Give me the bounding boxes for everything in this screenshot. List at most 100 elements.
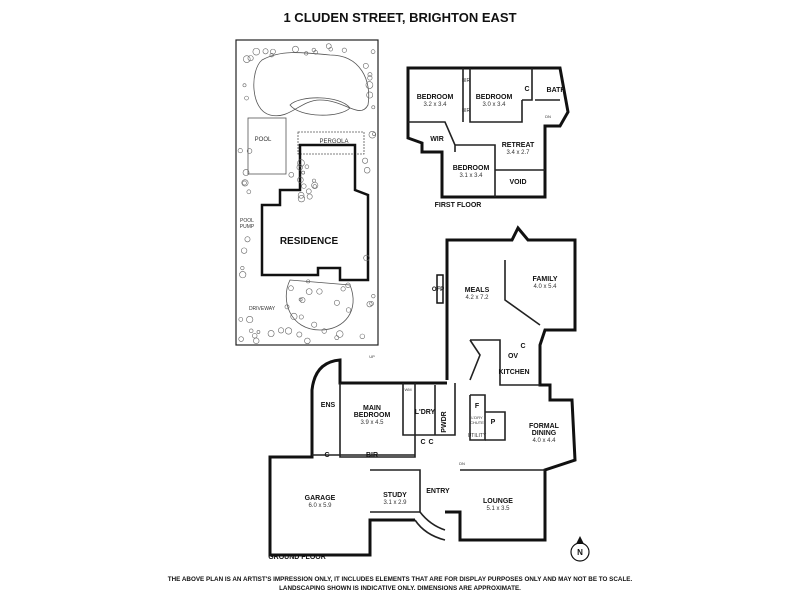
bir-2-label: BIR <box>462 108 471 114</box>
shrub <box>288 285 294 291</box>
shrub <box>241 179 249 187</box>
cupboard-1-label: C <box>420 439 425 446</box>
dn-label: DN <box>459 461 465 466</box>
shrub <box>299 297 306 303</box>
bedroom-2-label: BEDROOM <box>476 94 513 101</box>
bedroom-1-dims: 3.2 x 3.4 <box>423 102 447 108</box>
shrub <box>336 330 344 338</box>
shrub <box>237 148 243 154</box>
shrub <box>368 130 377 139</box>
garage-dims: 6.0 x 5.9 <box>308 503 332 509</box>
ofp-label: OFP <box>432 287 444 293</box>
bir-label: BIR <box>366 452 378 459</box>
formal-dining-label-1: FORMAL <box>529 423 560 430</box>
shrub <box>304 337 311 345</box>
shrub <box>238 317 244 322</box>
shrub <box>367 72 373 77</box>
shrub <box>278 327 285 334</box>
shrub <box>311 47 316 53</box>
family-dims: 4.0 x 5.4 <box>533 284 557 290</box>
shrub <box>369 301 374 306</box>
shrub <box>372 132 376 136</box>
ov-label: OV <box>508 353 518 360</box>
fireplace <box>436 274 444 304</box>
shrub <box>305 288 313 295</box>
shrub <box>306 279 311 284</box>
family-label: FAMILY <box>532 276 557 283</box>
shrub <box>240 265 245 271</box>
shrub <box>334 299 340 306</box>
laundry-chute-label-2: CHUTE <box>470 420 484 425</box>
shrub <box>311 321 318 328</box>
shrub <box>296 164 303 171</box>
shrub <box>321 328 327 334</box>
retreat-dims: 3.4 x 2.7 <box>506 150 530 156</box>
shrub <box>298 297 303 302</box>
shrub <box>246 148 253 154</box>
pergola-label: PERGOLA <box>319 139 348 145</box>
shrub <box>365 81 374 89</box>
bedroom-1-label: BEDROOM <box>417 94 454 101</box>
study-dims: 3.1 x 2.9 <box>383 500 407 506</box>
garden-bed <box>253 52 370 117</box>
shrub <box>246 189 252 195</box>
shrub <box>252 47 261 56</box>
shrub <box>262 48 269 55</box>
shrub <box>290 312 298 320</box>
shrub <box>244 95 249 101</box>
garage-label: GARAGE <box>305 495 336 502</box>
shrub <box>253 337 260 344</box>
shrub <box>363 254 370 262</box>
pwdr-label: PWDR <box>441 411 448 432</box>
shrub <box>269 52 274 58</box>
north-arrow-icon <box>576 536 584 544</box>
driveway-label: DRIVEWAY <box>249 306 276 312</box>
laundry-chute-label-1: L'DRY <box>471 415 483 420</box>
main-bedroom-label-1: MAIN <box>363 405 381 412</box>
shrub <box>292 45 299 53</box>
shrub <box>239 271 247 279</box>
bath-label: BATH <box>547 87 566 94</box>
pool-shape <box>247 117 287 175</box>
shrub <box>366 301 373 308</box>
shrub <box>304 51 309 56</box>
shrub <box>311 181 319 189</box>
shrub <box>241 247 248 254</box>
shrub <box>249 328 254 333</box>
residence-outline <box>260 143 370 282</box>
meals-label: MEALS <box>465 287 490 294</box>
shrub <box>334 335 340 341</box>
shrub <box>256 330 261 334</box>
shrub <box>325 43 332 49</box>
entry-label: ENTRY <box>426 488 450 495</box>
shrub <box>284 327 293 335</box>
kitchen-label: KITCHEN <box>498 369 529 376</box>
shrub <box>298 314 304 320</box>
north-arrow: N <box>570 536 590 562</box>
residence-label: RESIDENCE <box>280 236 339 247</box>
shrub <box>371 105 376 110</box>
utility-label: UTILITY <box>468 433 487 439</box>
shrub <box>341 47 347 53</box>
wm-label: WM <box>404 387 411 392</box>
p-label: P <box>491 419 496 426</box>
plan-title: 1 CLUDEN STREET, BRIGHTON EAST <box>283 10 516 25</box>
study-label: STUDY <box>383 492 407 499</box>
shrub <box>366 91 374 99</box>
up-label: UP <box>369 354 375 359</box>
kitchen-c-label: C <box>520 343 525 350</box>
shrub <box>238 336 244 342</box>
ground-floor-label: GROUND FLOOR <box>268 554 326 561</box>
bedroom-3-dims: 3.1 x 3.4 <box>459 173 483 179</box>
shrub <box>284 304 290 310</box>
north-label: N <box>577 548 583 557</box>
disclaimer-line-1: THE ABOVE PLAN IS AN ARTIST'S IMPRESSION… <box>168 576 633 583</box>
laundry-label: L'DRY <box>415 409 436 416</box>
shrub <box>242 169 250 176</box>
site-boundary <box>235 39 379 346</box>
cupboard-2-label: C <box>428 439 433 446</box>
lounge-label: LOUNGE <box>483 498 513 505</box>
ground-floor-plan: OFP MEALS 4.2 x 7.2 FAMILY 4.0 x 5.4 C O… <box>268 225 577 561</box>
shrub <box>288 172 295 178</box>
shrub <box>247 55 254 62</box>
